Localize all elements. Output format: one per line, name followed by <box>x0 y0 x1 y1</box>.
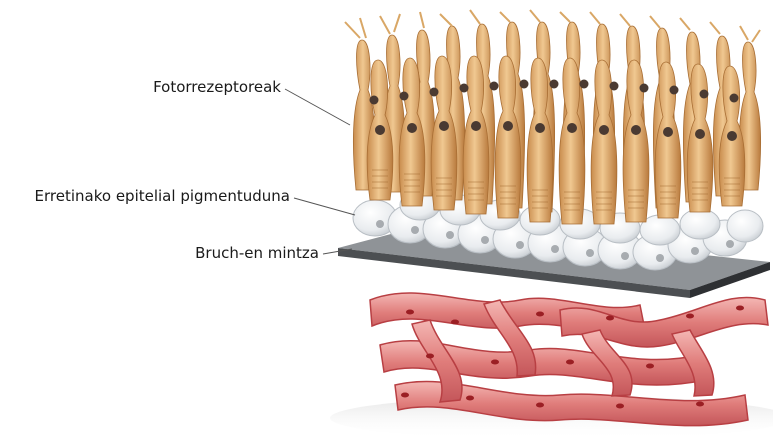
label-photoreceptors: Fotorrezeptoreak <box>153 78 281 96</box>
label-bruch-membrane: Bruch-en mintza <box>195 244 319 262</box>
label-rpe: Erretinako epitelial pigmentuduna <box>35 187 290 205</box>
leader-line-rpe <box>294 198 355 215</box>
leader-lines <box>285 89 355 254</box>
choroid-vessels <box>370 293 768 426</box>
photoreceptor-cells <box>345 10 761 224</box>
leader-line-photoreceptors <box>285 89 350 125</box>
